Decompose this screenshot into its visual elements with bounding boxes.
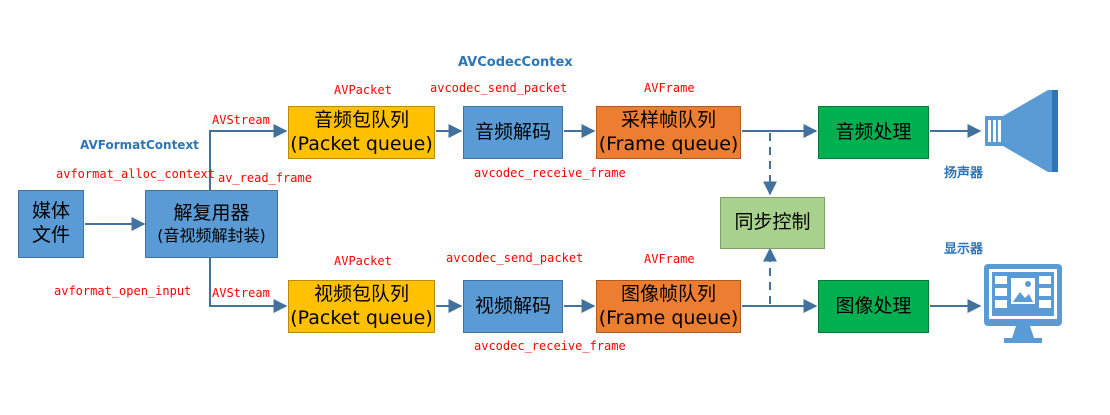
video-decode-box: 视频解码 xyxy=(463,280,563,333)
video-frame-queue-line2: (Frame queue) xyxy=(598,306,739,329)
display-label: 显示器 xyxy=(944,242,984,257)
audio-packet-queue-box: 音频包队列 (Packet queue) xyxy=(288,106,435,159)
video-frame-queue-line1: 图像帧队列 xyxy=(620,282,716,305)
audio-process-label: 音频处理 xyxy=(835,120,912,143)
avpacket-audio-label: AVPacket xyxy=(334,83,392,97)
video-packet-queue-line2: (Packet queue) xyxy=(290,306,433,329)
send-packet-video-label: avcodec_send_packet xyxy=(446,251,584,265)
video-decode-label: 视频解码 xyxy=(474,294,551,317)
monitor-icon xyxy=(984,264,1062,343)
demuxer-box: 解复用器 (音视频解封装) xyxy=(145,190,278,258)
avstream-video-label: AVStream xyxy=(212,286,270,300)
avpacket-video-label: AVPacket xyxy=(334,254,392,268)
arrow-demuxer-to-video-queue xyxy=(209,257,288,313)
media-file-line2: 文件 xyxy=(31,224,70,246)
audio-frame-queue-box: 采样帧队列 (Frame queue) xyxy=(596,106,741,159)
sync-control-label: 同步控制 xyxy=(734,211,811,234)
video-process-box: 图像处理 xyxy=(818,280,929,333)
audio-packet-queue-line2: (Packet queue) xyxy=(290,132,433,155)
video-packet-queue-box: 视频包队列 (Packet queue) xyxy=(288,280,435,333)
audio-decode-box: 音频解码 xyxy=(463,106,563,159)
media-file-box: 媒体 文件 xyxy=(18,190,84,258)
video-process-label: 图像处理 xyxy=(835,294,912,317)
arrow-demuxer-to-audio-queue xyxy=(209,124,288,190)
avstream-audio-label: AVStream xyxy=(212,113,270,127)
avframe-audio-label: AVFrame xyxy=(644,81,695,95)
receive-frame-video-label: avcodec_receive_frame xyxy=(474,339,626,353)
receive-frame-audio-label: avcodec_receive_frame xyxy=(474,166,626,180)
media-file-line1: 媒体 xyxy=(31,200,70,223)
av-read-frame-label: av_read_frame xyxy=(218,171,312,185)
demuxer-line1: 解复用器 xyxy=(173,202,250,225)
send-packet-audio-label: avcodec_send_packet xyxy=(430,81,568,95)
avformat-alloc-context-label: avformat_alloc_context xyxy=(56,167,215,181)
audio-frame-queue-line1: 采样帧队列 xyxy=(620,108,716,131)
speaker-icon xyxy=(985,90,1058,172)
avframe-video-label: AVFrame xyxy=(644,252,695,266)
avcodec-context-label: AVCodecContex xyxy=(458,55,573,70)
avformat-open-input-label: avformat_open_input xyxy=(54,284,192,298)
video-packet-queue-line1: 视频包队列 xyxy=(313,282,409,305)
demuxer-line2: (音视频解封装) xyxy=(157,225,266,245)
video-frame-queue-box: 图像帧队列 (Frame queue) xyxy=(596,280,741,333)
avformat-context-label: AVFormatContext xyxy=(80,138,199,152)
speaker-label: 扬声器 xyxy=(944,166,984,181)
audio-process-box: 音频处理 xyxy=(818,106,929,159)
audio-packet-queue-line1: 音频包队列 xyxy=(313,108,409,131)
audio-frame-queue-line2: (Frame queue) xyxy=(598,132,739,155)
sync-control-box: 同步控制 xyxy=(720,197,825,249)
audio-decode-label: 音频解码 xyxy=(474,120,551,143)
